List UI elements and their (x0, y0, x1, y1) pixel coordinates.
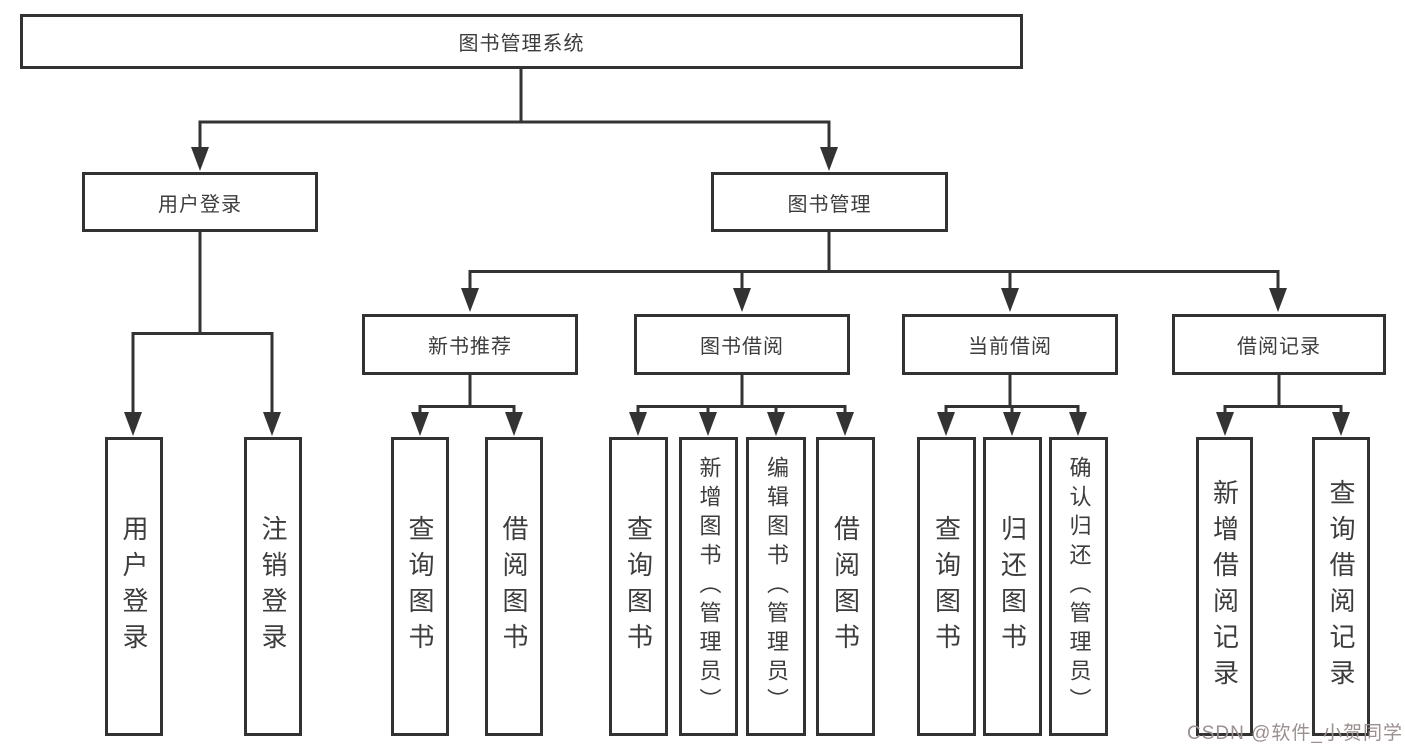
node-user-login-label: 用户登录 (158, 193, 242, 216)
arrowhead-icon (629, 412, 647, 436)
arrowhead-icon (1269, 288, 1287, 312)
leaf-logout: 注销登录 (244, 437, 302, 736)
node-book-borrow-label: 图书借阅 (700, 336, 784, 358)
node-current-borrow: 当前借阅 (902, 314, 1118, 375)
connector-edges (131, 69, 1343, 416)
arrowhead-icon (505, 412, 523, 436)
arrowhead-icon (937, 412, 955, 436)
leaf-current-query-label: 查询图书 (931, 514, 962, 659)
node-new-book-rec: 新书推荐 (362, 314, 578, 375)
arrowhead-icon (1069, 412, 1087, 436)
leaf-record-add: 新增借阅记录 (1196, 437, 1253, 736)
leaf-user-login: 用户登录 (105, 437, 163, 736)
node-book-mgmt: 图书管理 (711, 172, 948, 232)
leaf-newbook-borrow: 借阅图书 (485, 437, 543, 736)
arrowhead-icon (411, 412, 429, 436)
arrowhead-icon (263, 412, 281, 436)
connector-arrowheads (124, 147, 1350, 436)
watermark: CSDN @软件_小贺同学 (1187, 723, 1403, 744)
leaf-current-return: 归还图书 (983, 437, 1042, 736)
arrowhead-icon (836, 412, 854, 436)
leaf-borrow-edit: 编辑图书（管理员） (746, 437, 806, 736)
leaf-newbook-query: 查询图书 (391, 437, 449, 736)
leaf-borrow-book: 借阅图书 (816, 437, 875, 736)
node-current-borrow-label: 当前借阅 (968, 336, 1052, 358)
node-book-borrow: 图书借阅 (634, 314, 850, 375)
leaf-borrow-query-label: 查询图书 (623, 514, 654, 659)
arrowhead-icon (191, 147, 209, 171)
leaf-borrow-edit-label: 编辑图书（管理员） (764, 456, 789, 717)
leaf-newbook-borrow-label: 借阅图书 (499, 514, 529, 659)
leaf-current-confirm: 确认归还（管理员） (1049, 437, 1108, 736)
node-user-login: 用户登录 (82, 172, 318, 232)
leaf-record-query-label: 查询借阅记录 (1326, 478, 1356, 695)
arrowhead-icon (1001, 288, 1019, 312)
leaf-current-return-label: 归还图书 (997, 514, 1028, 659)
leaf-borrow-add-label: 新增图书（管理员） (696, 456, 722, 717)
arrowhead-icon (1216, 412, 1234, 436)
leaf-record-add-label: 新增借阅记录 (1209, 478, 1240, 695)
arrowhead-icon (1332, 412, 1350, 436)
arrowhead-icon (767, 412, 785, 436)
leaf-current-query: 查询图书 (917, 437, 976, 736)
node-borrow-records-label: 借阅记录 (1237, 336, 1321, 358)
leaf-borrow-add: 新增图书（管理员） (679, 437, 738, 736)
arrowhead-icon (124, 412, 142, 436)
node-borrow-records: 借阅记录 (1172, 314, 1386, 375)
node-root-label: 图书管理系统 (458, 33, 585, 55)
leaf-newbook-query-label: 查询图书 (405, 514, 435, 659)
leaf-user-login-label: 用户登录 (119, 514, 149, 659)
node-new-book-rec-label: 新书推荐 (428, 336, 512, 358)
leaf-logout-label: 注销登录 (258, 514, 288, 659)
leaf-record-query: 查询借阅记录 (1312, 437, 1370, 736)
node-root: 图书管理系统 (20, 14, 1023, 69)
node-book-mgmt-label: 图书管理 (787, 193, 872, 216)
leaf-borrow-query: 查询图书 (609, 437, 668, 736)
arrowhead-icon (699, 412, 717, 436)
arrowhead-icon (733, 288, 751, 312)
arrowhead-icon (1003, 412, 1021, 436)
arrowhead-icon (461, 288, 479, 312)
arrowhead-icon (820, 147, 838, 171)
leaf-borrow-book-label: 借阅图书 (830, 514, 861, 659)
leaf-current-confirm-label: 确认归还（管理员） (1066, 456, 1092, 717)
